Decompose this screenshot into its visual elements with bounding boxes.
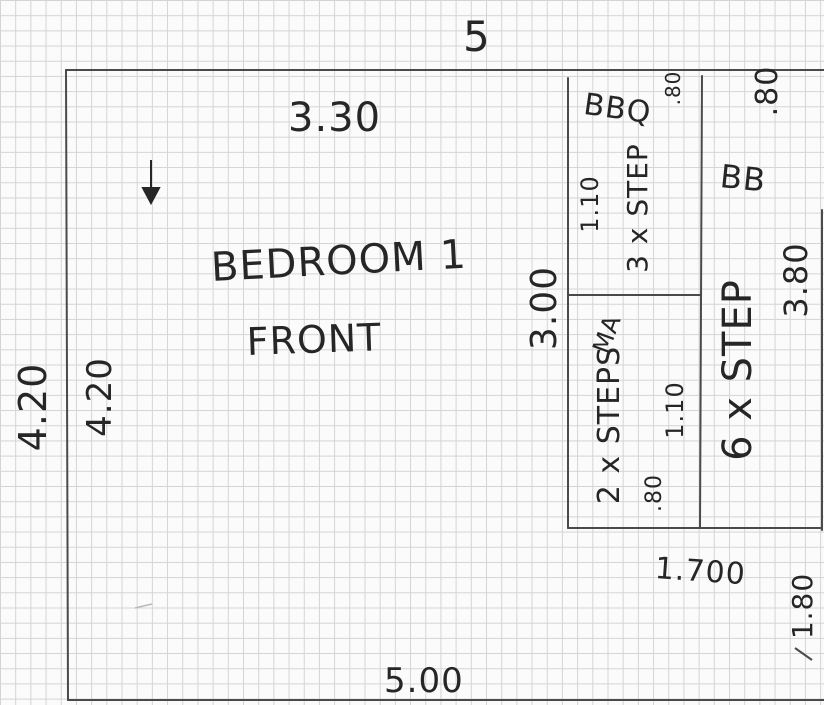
room-height-inner: 4.20 (80, 357, 120, 437)
right-corridor-steps: 6 x STEP (715, 279, 761, 461)
upper-closet-label: BBQ (581, 87, 654, 132)
upper-closet-height: 1.10 (576, 175, 604, 233)
room-height-outer: 4.20 (11, 362, 55, 452)
right-corridor-height: 3.80 (777, 242, 815, 318)
upper-closet-steps: 3 x STEP (621, 143, 654, 273)
room-label: FRONT (245, 315, 383, 364)
stray-pencil-mark-corner (794, 647, 813, 661)
room-width-top: 3.30 (288, 95, 382, 141)
middle-height: 3.00 (524, 265, 565, 351)
lower-closet-depth: .80 (642, 474, 667, 512)
stray-pencil-mark (134, 603, 153, 609)
top-dimension-mark: 5 (463, 12, 491, 61)
bottom-width: 5.00 (384, 661, 464, 701)
bottom-right-width: 1.700 (653, 551, 747, 593)
down-arrow-icon (141, 160, 161, 206)
wall-corridor-divider (699, 75, 703, 529)
bottom-right-height: 1.80 (786, 572, 819, 640)
right-corridor-label: BB (718, 157, 768, 200)
right-corridor-depth: .80 (750, 65, 785, 117)
lower-closet-height: 1.10 (661, 381, 689, 439)
wall-left (65, 69, 69, 701)
lower-closet-steps: 2 x STEPS (592, 345, 627, 505)
upper-closet-depth: .80 (661, 70, 685, 106)
